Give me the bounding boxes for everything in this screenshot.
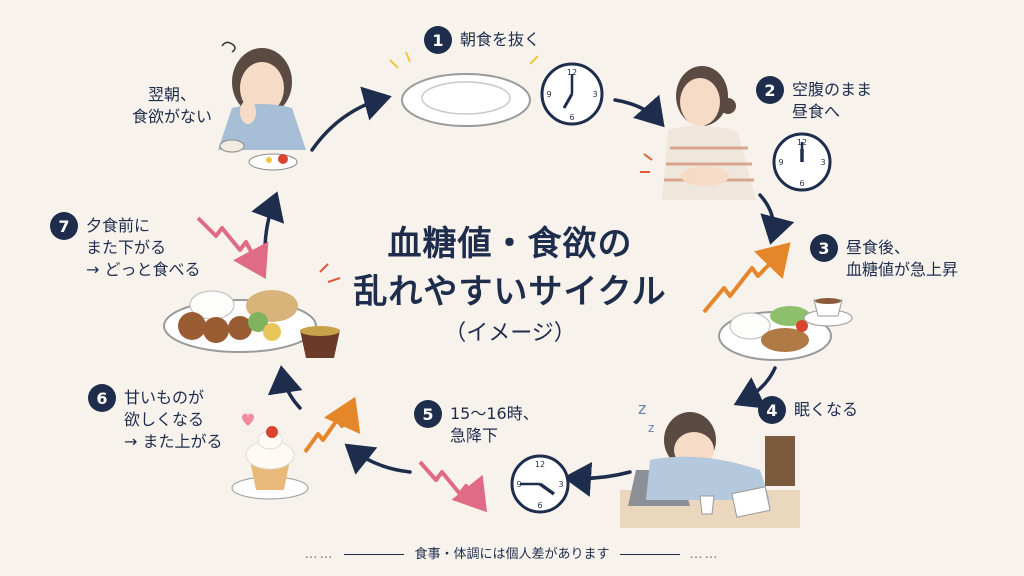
footer-text: 食事・体調には個人差があります [414,547,610,562]
svg-text:9: 9 [546,90,551,99]
cycle-arrows [251,86,795,497]
step-number: 4 [758,396,786,424]
footer-dots-left: …… [304,547,335,562]
step-text: 朝食を抜く [460,30,541,49]
step-text: 眠くなる [794,400,859,419]
footer-rule-right [619,554,680,555]
fall-zigzag-5 [418,460,487,513]
arrow-7-up [251,191,285,252]
arrow-6-to-7 [267,365,303,410]
svg-text:6: 6 [569,113,574,122]
step-text: 昼食後、 血糖値が急上昇 [846,238,959,279]
step-text: 夕食前に また下がる → どっと食べる [86,216,201,279]
step-1: 1 朝食を抜く [424,26,540,54]
disclaimer-footer: …… 食事・体調には個人差があります …… [0,543,1024,562]
clock-7am: 12 3 6 9 [540,62,604,126]
step-text: 甘いものが 欲しくなる → また上がる [124,388,223,451]
footer-rule-left [344,554,405,555]
svg-text:z: z [638,399,646,418]
lunch-plate [718,298,853,361]
svg-text:12: 12 [535,460,545,469]
svg-text:12: 12 [797,138,807,147]
step-6: 6 甘いものが 欲しくなる → また上がる [88,384,223,453]
step-number: 7 [50,212,78,240]
step-2: 2 空腹のまま 昼食へ [756,76,872,123]
arrow-5-to-6 [344,443,412,475]
svg-text:3: 3 [592,90,597,99]
empty-plate [389,51,539,127]
step-text: 15〜16時、 急降下 [450,404,539,445]
step-7: 7 夕食前に また下がる → どっと食べる [50,212,201,281]
svg-text:3: 3 [820,158,825,167]
svg-text:3: 3 [558,480,563,489]
title-line-1: 血糖値・食欲の [387,224,633,264]
cupcake-illustration [231,413,309,500]
arrow-2-to-3 [758,193,795,245]
arrow-4-to-5 [563,461,632,497]
sleeping-woman-illustration: z z [620,399,800,528]
step-5: 5 15〜16時、 急降下 [414,400,539,447]
title-line-3: （イメージ） [444,321,576,346]
footer-dots-right: …… [689,547,720,562]
fall-zigzag-7 [196,216,269,280]
rise-zigzag-3 [702,242,791,314]
diagram-title: 血糖値・食欲の 乱れやすいサイクル （イメージ） [340,220,680,352]
step-number: 3 [810,234,838,262]
title-line-2: 乱れやすいサイクル [353,272,667,312]
svg-text:6: 6 [537,501,542,510]
step-number: 6 [88,384,116,412]
svg-text:z: z [648,421,654,435]
arrow-3-to-4 [733,366,777,409]
morning-label: 翌朝、 食欲がない [132,85,213,126]
svg-text:9: 9 [516,480,521,489]
tired-woman-illustration [218,41,306,171]
step-4: 4 眠くなる [758,396,858,424]
hungry-woman-illustration [640,66,756,200]
svg-text:6: 6 [799,179,804,188]
clock-noon: 12 3 6 9 [772,132,832,192]
step-3: 3 昼食後、 血糖値が急上昇 [810,234,958,281]
step-text: 空腹のまま 昼食へ [792,80,873,121]
arrow-7-to-1 [310,86,392,152]
clock-3-45pm: 12 3 6 9 [510,454,570,514]
svg-text:12: 12 [567,68,577,77]
svg-text:9: 9 [778,158,783,167]
step-number: 1 [424,26,452,54]
rise-zigzag-6 [303,396,361,454]
step-number: 5 [414,400,442,428]
dinner-plate [163,263,341,358]
arrow-1-to-2 [613,94,665,128]
step-number: 2 [756,76,784,104]
